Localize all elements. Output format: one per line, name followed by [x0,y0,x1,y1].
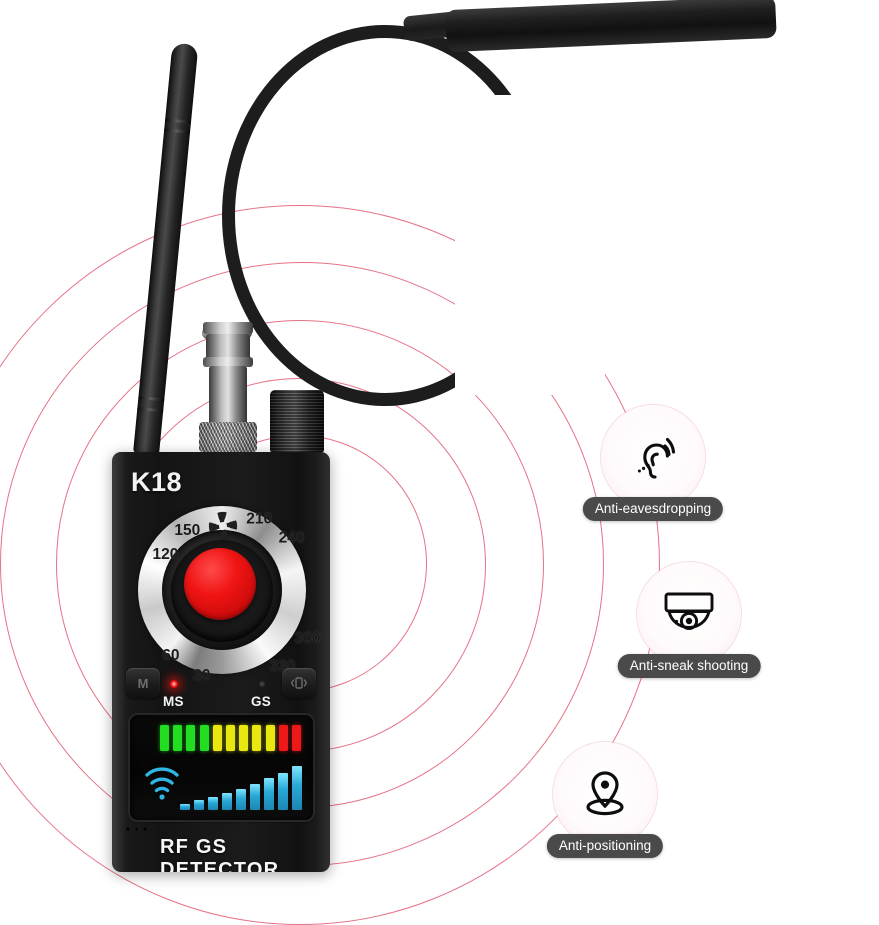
dial-number-210: 210 [246,510,273,528]
antenna-ring-top [164,118,192,124]
lcd-level-segment [173,725,183,751]
feature-label: Anti-eavesdropping [582,497,724,521]
dial-center-button[interactable] [184,548,256,620]
dial-number-120: 120 [152,545,179,563]
ear-listening-icon [637,437,676,479]
lcd-level-segment [252,725,262,751]
lcd-signal-bar [278,773,288,810]
bnc-barrel [206,334,250,360]
lcd-signal-bar [236,789,246,810]
lcd-level-segment [212,725,222,751]
antenna-ring-low [138,396,165,402]
gs-led-label: GS [251,694,272,709]
lcd-signal-bar [292,766,302,810]
ms-led-label: MS [163,694,184,709]
lcd-level-segment [186,725,196,751]
gs-led [259,681,265,687]
dial-number-60: 60 [162,646,180,664]
vibrate-button[interactable] [282,668,316,698]
feature-label: Anti-sneak shooting [617,654,761,678]
lcd-signal-bar [194,800,204,810]
feature-bubble [601,405,705,509]
gooseneck-probe [222,0,777,406]
lcd-signal-bar [222,793,232,810]
detector-caption: RF GS DETECTOR [160,836,280,872]
antenna-ring-mid [164,128,191,134]
vibrate-icon [290,677,308,689]
tuning-dial[interactable]: 120 150 210 240 300 330 30 60 [138,506,320,684]
bnc-step [203,357,253,367]
map-pin-icon [586,771,624,816]
lcd-signal-bar [180,803,190,810]
dome-camera-icon [664,592,714,631]
dial-number-150: 150 [174,521,201,539]
feature-label: Anti-positioning [546,834,664,858]
speaker-holes [126,827,147,831]
mode-button[interactable]: M [126,668,160,698]
ms-led [170,680,178,688]
lcd-level-segment [265,725,275,751]
bnc-knurled-nut [199,422,257,452]
product-image-canvas: K18 120 150 210 240 300 330 30 60 M [0,0,777,925]
lcd-level-segment [278,725,288,751]
bnc-collar [203,322,253,334]
lcd-level-segment [292,725,301,751]
lcd-level-segment [199,725,209,751]
lcd-display [130,715,313,820]
dial-number-240: 240 [278,529,305,547]
wifi-icon [144,761,180,801]
antenna-ring-low2 [137,406,164,413]
bnc-shaft [209,366,247,426]
lcd-signal-bar [264,778,274,810]
feature-bubble [553,742,657,846]
model-label: K18 [131,467,183,497]
dial-number-30: 30 [193,667,211,685]
feature-bubble [637,562,741,666]
lcd-signal-bar [250,784,260,810]
probe-tip [445,0,777,53]
secondary-port [270,390,324,452]
dial-number-300: 300 [294,630,321,648]
probe-arc-mask [455,95,605,395]
lcd-signal-bar [208,796,218,810]
lcd-level-segment [239,725,249,751]
detector-body: K18 120 150 210 240 300 330 30 60 M [112,452,330,872]
lcd-level-segment [160,725,169,751]
lcd-level-segment [226,725,235,751]
